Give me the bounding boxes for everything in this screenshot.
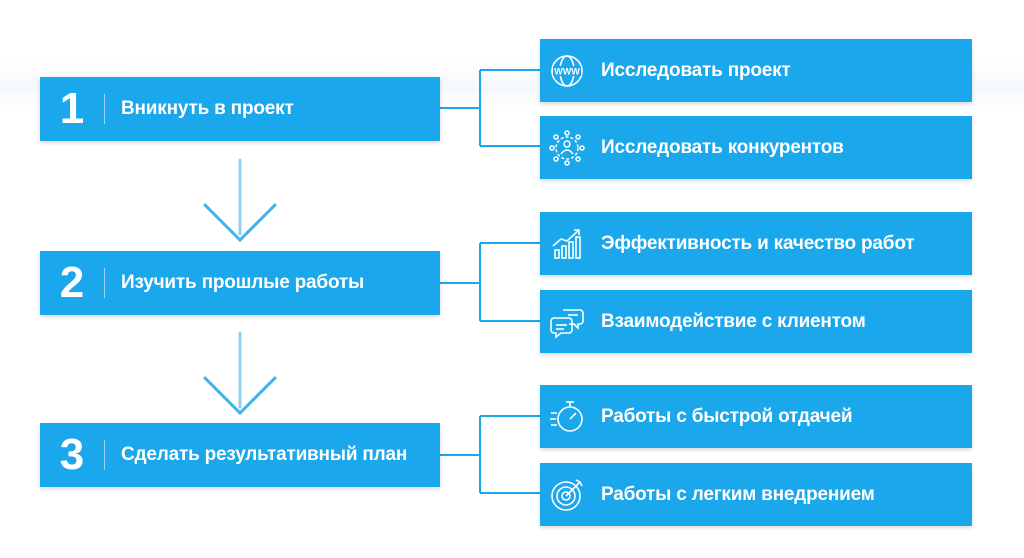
step-label: Вникнуть в проект [121,98,294,119]
www-globe-icon: WWW [545,49,589,93]
task-research-competitors: Исследовать конкурентов [540,116,972,179]
connector-step-1 [440,69,540,147]
growth-chart-icon [545,222,589,266]
flow-arrow-1-2 [203,158,277,243]
flow-arrow-2-3 [203,331,277,416]
connector-step-3 [440,415,540,494]
step-number: 2 [59,258,85,307]
target-icon [545,473,589,517]
step-1-box: 1 Вникнуть в проект [40,77,440,141]
task-easy-implementation: Работы с легким внедрением [540,463,972,526]
chat-bubbles-icon [545,300,589,344]
task-label: Работы с быстрой отдачей [601,405,853,427]
step-number: 1 [59,84,85,133]
divider [104,268,105,298]
task-research-project: WWW Исследовать проект [540,39,972,102]
step-label: Изучить прошлые работы [121,272,365,293]
task-client-interaction: Взаимодействие с клиентом [540,290,972,353]
connector-step-2 [440,242,540,322]
step-2-box: 2 Изучить прошлые работы [40,251,440,315]
task-label: Взаимодействие с клиентом [601,310,866,332]
task-quick-return: Работы с быстрой отдачей [540,385,972,448]
divider [104,94,105,124]
divider [104,440,105,470]
task-label: Исследовать конкурентов [601,136,844,158]
task-label: Эффективность и качество работ [601,232,915,254]
svg-text:WWW: WWW [554,66,580,76]
network-user-icon [545,126,589,170]
task-label: Исследовать проект [601,59,791,81]
stopwatch-icon [545,395,589,439]
task-efficiency-quality: Эффективность и качество работ [540,212,972,275]
step-label: Сделать результативный план [121,444,408,465]
task-label: Работы с легким внедрением [601,483,875,505]
step-3-box: 3 Сделать результативный план [40,423,440,487]
step-number: 3 [59,430,85,479]
